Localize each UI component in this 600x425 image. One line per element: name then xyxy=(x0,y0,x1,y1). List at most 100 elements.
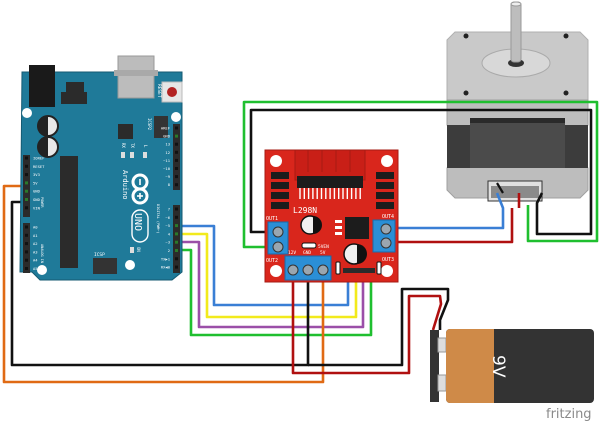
header-pin[interactable] xyxy=(25,250,28,254)
pin-label: 5V xyxy=(33,180,38,185)
reset-button-cap[interactable] xyxy=(167,87,177,97)
usb-chip xyxy=(118,124,133,139)
mounting-hole xyxy=(171,112,181,122)
ena-jumper[interactable] xyxy=(335,261,341,275)
heatsink xyxy=(294,149,366,188)
header-pin[interactable] xyxy=(175,232,178,236)
icsp-label: ICSP xyxy=(94,252,105,258)
pin-label: A5 xyxy=(33,266,38,271)
pin-label: TX▶1 xyxy=(161,256,171,261)
reset-label: RESET xyxy=(156,84,162,98)
voltage-regulator xyxy=(66,82,84,92)
header-pin[interactable] xyxy=(175,150,178,154)
terminal-screw-gnd[interactable] xyxy=(302,264,314,276)
header-pin[interactable] xyxy=(175,134,178,138)
header-pin[interactable] xyxy=(175,240,178,244)
pin-label: IOREF xyxy=(33,156,45,161)
wire-red-battery-positive[interactable] xyxy=(291,278,443,375)
terminal-screw[interactable] xyxy=(380,237,392,249)
arduino-model-label: UNO xyxy=(132,213,143,231)
icsp2-label: ICSP2 xyxy=(147,118,152,131)
svg-text:TX: TX xyxy=(130,143,135,148)
icsp2-header xyxy=(154,116,168,138)
mounting-hole xyxy=(125,260,135,270)
terminal-screw-5v[interactable] xyxy=(317,264,329,276)
svg-text:GND: GND xyxy=(303,250,311,256)
pin-label: AREF xyxy=(161,126,171,131)
header-pin[interactable] xyxy=(175,126,178,130)
pin-label: ~6 xyxy=(165,215,170,220)
header-pin[interactable] xyxy=(175,167,178,170)
terminal-screw[interactable] xyxy=(272,241,284,253)
mounting-hole xyxy=(270,265,282,277)
enb-jumper[interactable] xyxy=(376,261,382,275)
icsp-header xyxy=(93,258,117,274)
header-pin[interactable] xyxy=(175,215,178,219)
mounting-hole xyxy=(22,108,32,118)
header-pin[interactable] xyxy=(25,233,28,237)
wire-black-out1-motor[interactable] xyxy=(249,108,593,236)
header-pin[interactable] xyxy=(175,265,178,269)
header-pin[interactable] xyxy=(25,258,28,262)
wire-blue-d5-in1[interactable] xyxy=(180,224,350,307)
wire-orange-5v[interactable] xyxy=(2,184,325,384)
terminal-screw[interactable] xyxy=(380,223,392,235)
header-pin[interactable] xyxy=(25,181,28,185)
battery-voltage-label: 9V xyxy=(488,355,508,378)
header-pin[interactable] xyxy=(25,242,28,246)
header-pin[interactable] xyxy=(175,207,178,211)
header-pin[interactable] xyxy=(25,198,28,201)
svg-text:L: L xyxy=(143,145,148,148)
header-pin[interactable] xyxy=(175,257,178,261)
wire-purple-d3-in3[interactable] xyxy=(180,240,365,329)
battery-clip xyxy=(430,330,439,402)
wire-black-gnd[interactable] xyxy=(10,200,310,367)
l298n-ic-legs xyxy=(299,188,361,199)
header-pin[interactable] xyxy=(25,206,28,210)
wire-black-battery-negative[interactable] xyxy=(308,287,450,367)
wire-green-d2-in4[interactable] xyxy=(180,248,373,337)
header-pin[interactable] xyxy=(25,225,28,229)
svg-text:ANALOG IN: ANALOG IN xyxy=(40,244,44,263)
5ven-jumper[interactable] xyxy=(301,242,317,249)
pin-label: A0 xyxy=(33,225,38,230)
svg-text:ON: ON xyxy=(136,247,141,252)
wire-green-out2-motor[interactable] xyxy=(242,100,599,249)
wire-yellow-d4-in2[interactable] xyxy=(180,232,358,319)
arduino-uno-board: RESET ICSP2 RX TX L ON Ard xyxy=(19,55,183,281)
header-pin[interactable] xyxy=(175,183,178,187)
power-header xyxy=(23,155,30,217)
wire-blue-out4-motor[interactable] xyxy=(396,192,505,230)
pin-label: 4 xyxy=(168,231,171,236)
header-pin[interactable] xyxy=(25,173,28,177)
header-pin[interactable] xyxy=(175,224,178,228)
battery-terminal xyxy=(437,337,447,353)
digital-header-bottom xyxy=(173,205,180,273)
mounting-hole xyxy=(37,265,47,275)
header-pin[interactable] xyxy=(25,156,28,160)
motor-screw xyxy=(463,90,469,96)
led-rx xyxy=(121,152,125,158)
wires xyxy=(2,100,599,384)
header-pin[interactable] xyxy=(25,189,28,193)
pin-label: A4 xyxy=(33,258,38,263)
svg-text:RX: RX xyxy=(121,143,126,148)
wire-red-out3-motor[interactable] xyxy=(396,208,514,244)
svg-text:POWER: POWER xyxy=(40,197,44,208)
5ven-label: 5VEN xyxy=(318,244,329,250)
header-pin[interactable] xyxy=(175,249,178,252)
terminal-screw-12v[interactable] xyxy=(287,264,299,276)
pin-label: VIN xyxy=(33,205,41,210)
mounting-hole xyxy=(270,155,282,167)
header-pin[interactable] xyxy=(175,142,178,146)
terminal-screw[interactable] xyxy=(272,226,284,238)
pin-label: ~11 xyxy=(163,158,171,163)
mounting-hole xyxy=(381,155,393,167)
header-pin[interactable] xyxy=(175,158,178,162)
analog-header xyxy=(23,223,30,273)
header-pin[interactable] xyxy=(25,164,28,168)
header-pin[interactable] xyxy=(25,267,28,270)
header-pin[interactable] xyxy=(175,175,178,179)
